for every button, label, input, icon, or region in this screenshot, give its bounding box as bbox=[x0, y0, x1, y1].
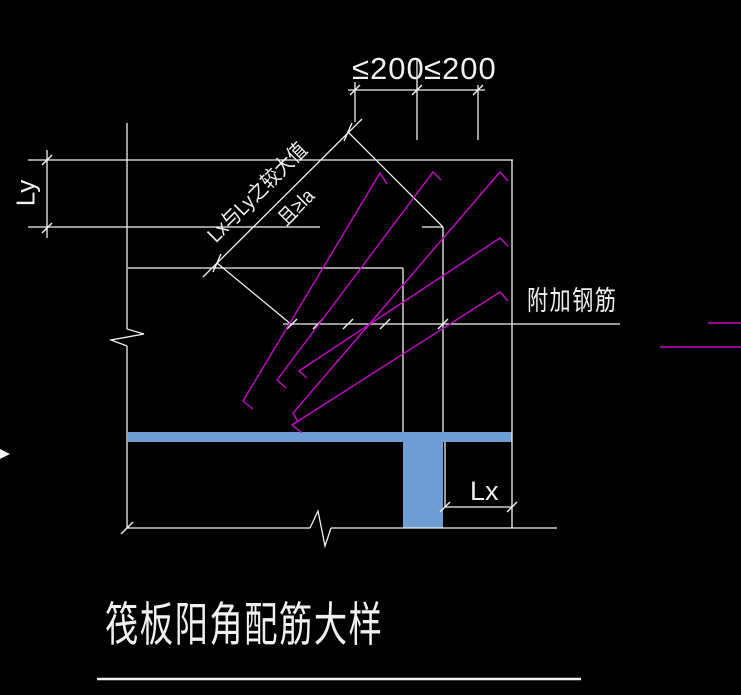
rebar-line bbox=[242, 171, 388, 410]
dim-tick bbox=[439, 501, 451, 513]
concrete-fill bbox=[403, 442, 443, 528]
dim-tick bbox=[349, 84, 361, 96]
dim-tick bbox=[286, 318, 298, 330]
dim-label-top-right: ≤200 bbox=[424, 51, 497, 86]
break-symbol bbox=[309, 508, 332, 549]
dim-tick bbox=[506, 501, 518, 513]
cad-line bbox=[347, 131, 444, 228]
rebar-line bbox=[292, 170, 509, 423]
dim-label-lx: Lx bbox=[470, 476, 499, 506]
dim-tick bbox=[212, 253, 222, 273]
dim-tick bbox=[41, 154, 53, 166]
break-symbol bbox=[108, 328, 145, 347]
rebar-line bbox=[297, 237, 509, 379]
dim-label-ly: Ly bbox=[10, 179, 41, 207]
dim-tick bbox=[411, 84, 423, 96]
cad-line bbox=[202, 118, 363, 278]
edge-arrow bbox=[0, 449, 10, 459]
drawing-title: 筏板阳角配筋大样 bbox=[105, 598, 384, 651]
additional-rebar-label: 附加钢筋 bbox=[527, 286, 618, 316]
dim-tick bbox=[342, 318, 354, 330]
dim-label-top-left: ≤200 bbox=[352, 51, 425, 86]
dim-tick bbox=[120, 521, 134, 535]
concrete-fill bbox=[128, 432, 512, 442]
dim-tick bbox=[437, 318, 449, 330]
rebar-line bbox=[276, 170, 442, 389]
dim-tick bbox=[379, 318, 391, 330]
dim-tick bbox=[41, 222, 53, 234]
rebar-line bbox=[290, 291, 509, 434]
cad-line bbox=[216, 262, 293, 326]
dim-tick bbox=[472, 84, 484, 96]
dim-tick bbox=[343, 122, 353, 142]
